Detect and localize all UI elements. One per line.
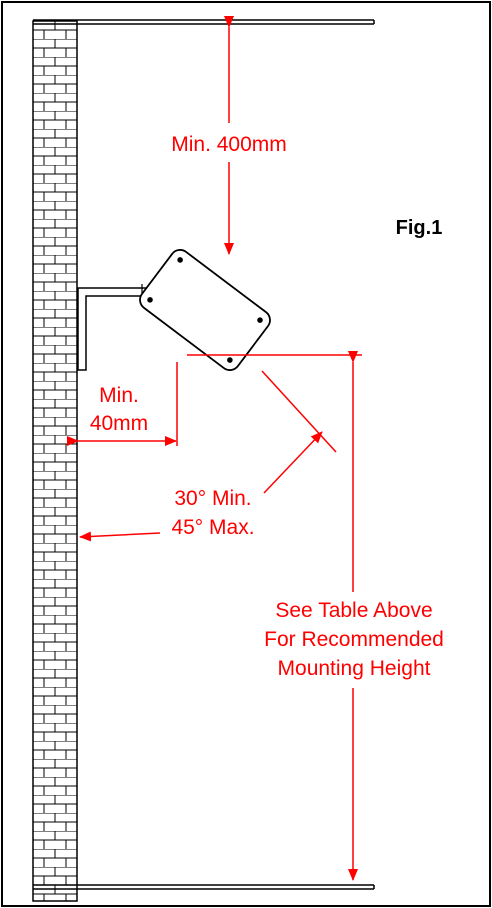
wall-clearance-dimension: Min. 40mm: [67, 362, 178, 446]
floor-line: [33, 884, 375, 890]
brick-wall: [32, 20, 78, 902]
tilt-angle-dimension: 30° Min. 45° Max.: [79, 370, 337, 542]
wall-clearance-label-line1: Min.: [99, 384, 139, 407]
tilt-min-label: 30° Min.: [174, 487, 251, 510]
ceiling-line: [33, 19, 375, 25]
wall-clearance-label-line2: 40mm: [90, 412, 148, 435]
top-clearance-label: Min. 400mm: [171, 133, 287, 156]
figure-label: Fig.1: [396, 217, 443, 239]
tilt-max-label: 45° Max.: [171, 516, 254, 539]
top-clearance-dimension: Min. 400mm: [171, 16, 287, 255]
mounting-height-dimension: See Table Above For Recommended Mounting…: [187, 351, 444, 881]
speaker-unit: [139, 249, 271, 371]
mounting-height-label-line1: See Table Above: [275, 599, 432, 622]
mounting-height-label-line3: Mounting Height: [278, 657, 431, 680]
mounting-height-label-line2: For Recommended: [264, 628, 444, 651]
